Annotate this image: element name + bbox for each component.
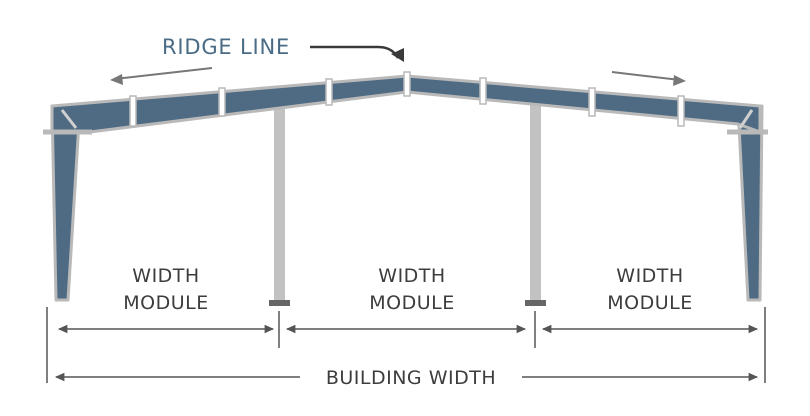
dimension-extension-lines bbox=[46, 307, 766, 383]
width-module-label-2: WIDTH MODULE bbox=[369, 265, 454, 314]
module-2-line-2: MODULE bbox=[369, 292, 454, 314]
right-frame-column bbox=[736, 104, 764, 302]
width-module-label-1: WIDTH MODULE bbox=[123, 265, 208, 314]
ridge-splice-plate bbox=[403, 71, 411, 97]
module-3-line-1: WIDTH bbox=[616, 265, 683, 287]
left-frame-column bbox=[50, 104, 82, 302]
splice-plate bbox=[588, 87, 596, 117]
ridge-pointer-arrowhead bbox=[391, 48, 404, 62]
ridge-line-label: RIDGE LINE bbox=[162, 35, 290, 59]
left-haunch-stiffener bbox=[60, 109, 78, 129]
ridge-pointer-arrow bbox=[310, 45, 400, 59]
module-1-line-1: WIDTH bbox=[132, 265, 199, 287]
module-1-line-2: MODULE bbox=[123, 292, 208, 314]
splice-plate bbox=[218, 87, 226, 117]
left-slope-arrowhead bbox=[110, 74, 123, 85]
splice-plate bbox=[129, 95, 137, 127]
rigid-frame bbox=[43, 71, 768, 302]
right-haunch-stiffener bbox=[738, 109, 754, 129]
module-3-line-2: MODULE bbox=[607, 292, 692, 314]
module-2-line-1: WIDTH bbox=[378, 265, 445, 287]
building-width-label: BUILDING WIDTH bbox=[326, 367, 496, 389]
left-slope-arrow bbox=[114, 67, 213, 80]
right-slope-arrow bbox=[611, 71, 681, 81]
splice-plate bbox=[325, 78, 333, 106]
splice-plate bbox=[677, 95, 685, 127]
interior-column-left bbox=[269, 104, 290, 306]
interior-column-right bbox=[525, 104, 546, 306]
width-module-label-3: WIDTH MODULE bbox=[607, 265, 692, 314]
right-slope-arrowhead bbox=[673, 75, 686, 86]
splice-plate bbox=[479, 77, 487, 105]
